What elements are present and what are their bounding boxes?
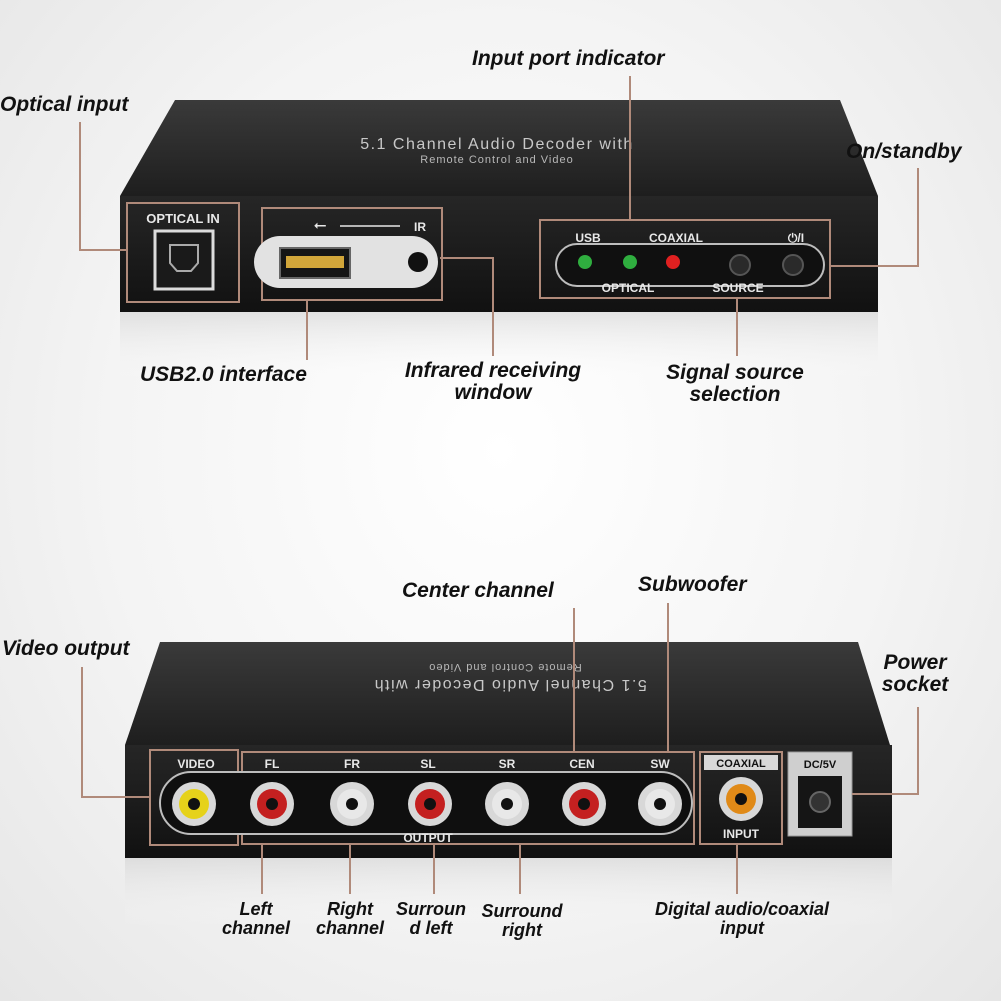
back-device: 5.1 Channel Audio Decoder with Remote Co… (125, 642, 892, 928)
power-button[interactable] (782, 254, 804, 276)
optical-in-text: OPTICAL IN (146, 211, 219, 226)
led-usb (578, 255, 592, 269)
label-input-port-indicator: Input port indicator (472, 47, 665, 70)
back-reflection (125, 858, 892, 928)
sl-text: SL (420, 757, 435, 771)
line-optical-input (79, 122, 127, 251)
optical-port-shape (169, 244, 199, 272)
back-top-title: 5.1 Channel Audio Decoder with (373, 676, 647, 693)
ir-window (408, 252, 428, 272)
line-power (852, 707, 919, 795)
fr-text: FR (344, 757, 360, 771)
rca-fr (330, 782, 374, 826)
label-surround-right: Surround right (470, 902, 574, 940)
label-center-channel: Center channel (402, 579, 554, 602)
label-signal-source-line1: Signal source (666, 361, 804, 384)
label-surround-left-line1: Surroun (396, 899, 466, 919)
callout-lines (79, 76, 919, 894)
source-text: SOURCE (712, 281, 763, 295)
label-ir-window: Infrared receiving window (378, 359, 608, 405)
label-power-socket-line2: socket (881, 673, 949, 697)
label-surround-left-line2: d left (409, 917, 453, 938)
optical-text: OPTICAL (602, 281, 655, 295)
input-text: INPUT (723, 827, 760, 841)
label-power-socket: Power socket (860, 651, 970, 697)
label-ir-window-line1: Infrared receiving (404, 359, 582, 382)
coax-label-bg (704, 755, 778, 770)
label-right-channel-line2: channel (315, 917, 385, 938)
front-device: 5.1 Channel Audio Decoder with Remote Co… (120, 100, 878, 382)
label-left-channel-line2: channel (221, 917, 291, 938)
source-button[interactable] (729, 254, 751, 276)
label-signal-source: Signal source selection (640, 361, 830, 407)
optical-port (153, 229, 215, 291)
usb-port-tongue (286, 256, 344, 268)
dc-text: DC/5V (804, 759, 837, 771)
coaxial-text: COAXIAL (649, 231, 703, 245)
label-left-channel: Left channel (212, 900, 300, 938)
line-video (81, 667, 150, 798)
label-right-channel-line1: Right (327, 899, 373, 919)
rca-video (172, 782, 216, 826)
cen-text: CEN (569, 757, 594, 771)
label-digital-coax-line1: Digital audio/coaxial (654, 899, 830, 919)
label-ir-window-line2: window (454, 381, 532, 405)
indicator-panel (555, 243, 825, 287)
label-digital-coax: Digital audio/coaxial input (632, 900, 852, 938)
back-top-subtitle: Remote Control and Video (428, 661, 581, 673)
label-surround-left: Surroun d left (386, 900, 476, 938)
label-surround-right-line2: right (502, 919, 542, 940)
label-right-channel: Right channel (306, 900, 394, 938)
front-top-title: 5.1 Channel Audio Decoder with (360, 136, 634, 153)
optical-in-frame (126, 202, 240, 303)
label-signal-source-line2: selection (689, 383, 781, 407)
label-optical-input: Optical input (0, 93, 129, 116)
power-symbol-text: ⏻/I (788, 231, 804, 245)
label-video-output: Video output (2, 637, 130, 660)
label-left-channel-line1: Left (239, 899, 273, 919)
label-digital-coax-line2: input (720, 917, 764, 938)
front-top-subtitle: Remote Control and Video (420, 154, 573, 166)
label-power-socket-line1: Power (883, 651, 947, 674)
label-subwoofer: Subwoofer (638, 573, 747, 596)
rca-sw (638, 782, 682, 826)
led-optical (623, 255, 637, 269)
sr-text: SR (499, 757, 516, 771)
label-usb-interface: USB2.0 interface (140, 363, 307, 386)
rca-sr (485, 782, 529, 826)
label-on-standby: On/standby (846, 140, 962, 163)
rca-fl (250, 782, 294, 826)
rca-sl (408, 782, 452, 826)
fl-text: FL (265, 757, 280, 771)
label-surround-right-line1: Surround (481, 901, 563, 921)
front-top-panel (120, 100, 878, 196)
usb-symbol-icon: ⭠ (314, 217, 327, 234)
front-reflection (120, 312, 878, 382)
back-top-panel (125, 642, 890, 745)
usb-text: USB (575, 231, 601, 245)
output-text: OUTPUT (403, 831, 453, 845)
video-text: VIDEO (177, 757, 214, 771)
line-on-standby (830, 168, 919, 267)
dc-pin (809, 791, 831, 813)
sw-text: SW (650, 757, 670, 771)
indicator-frame (539, 219, 831, 299)
ir-text: IR (414, 220, 426, 234)
back-coaxial-text: COAXIAL (716, 758, 766, 770)
rca-coax (719, 777, 763, 821)
rca-cen (562, 782, 606, 826)
coax-frame (699, 751, 783, 845)
led-coaxial (666, 255, 680, 269)
line-ir (440, 257, 494, 356)
